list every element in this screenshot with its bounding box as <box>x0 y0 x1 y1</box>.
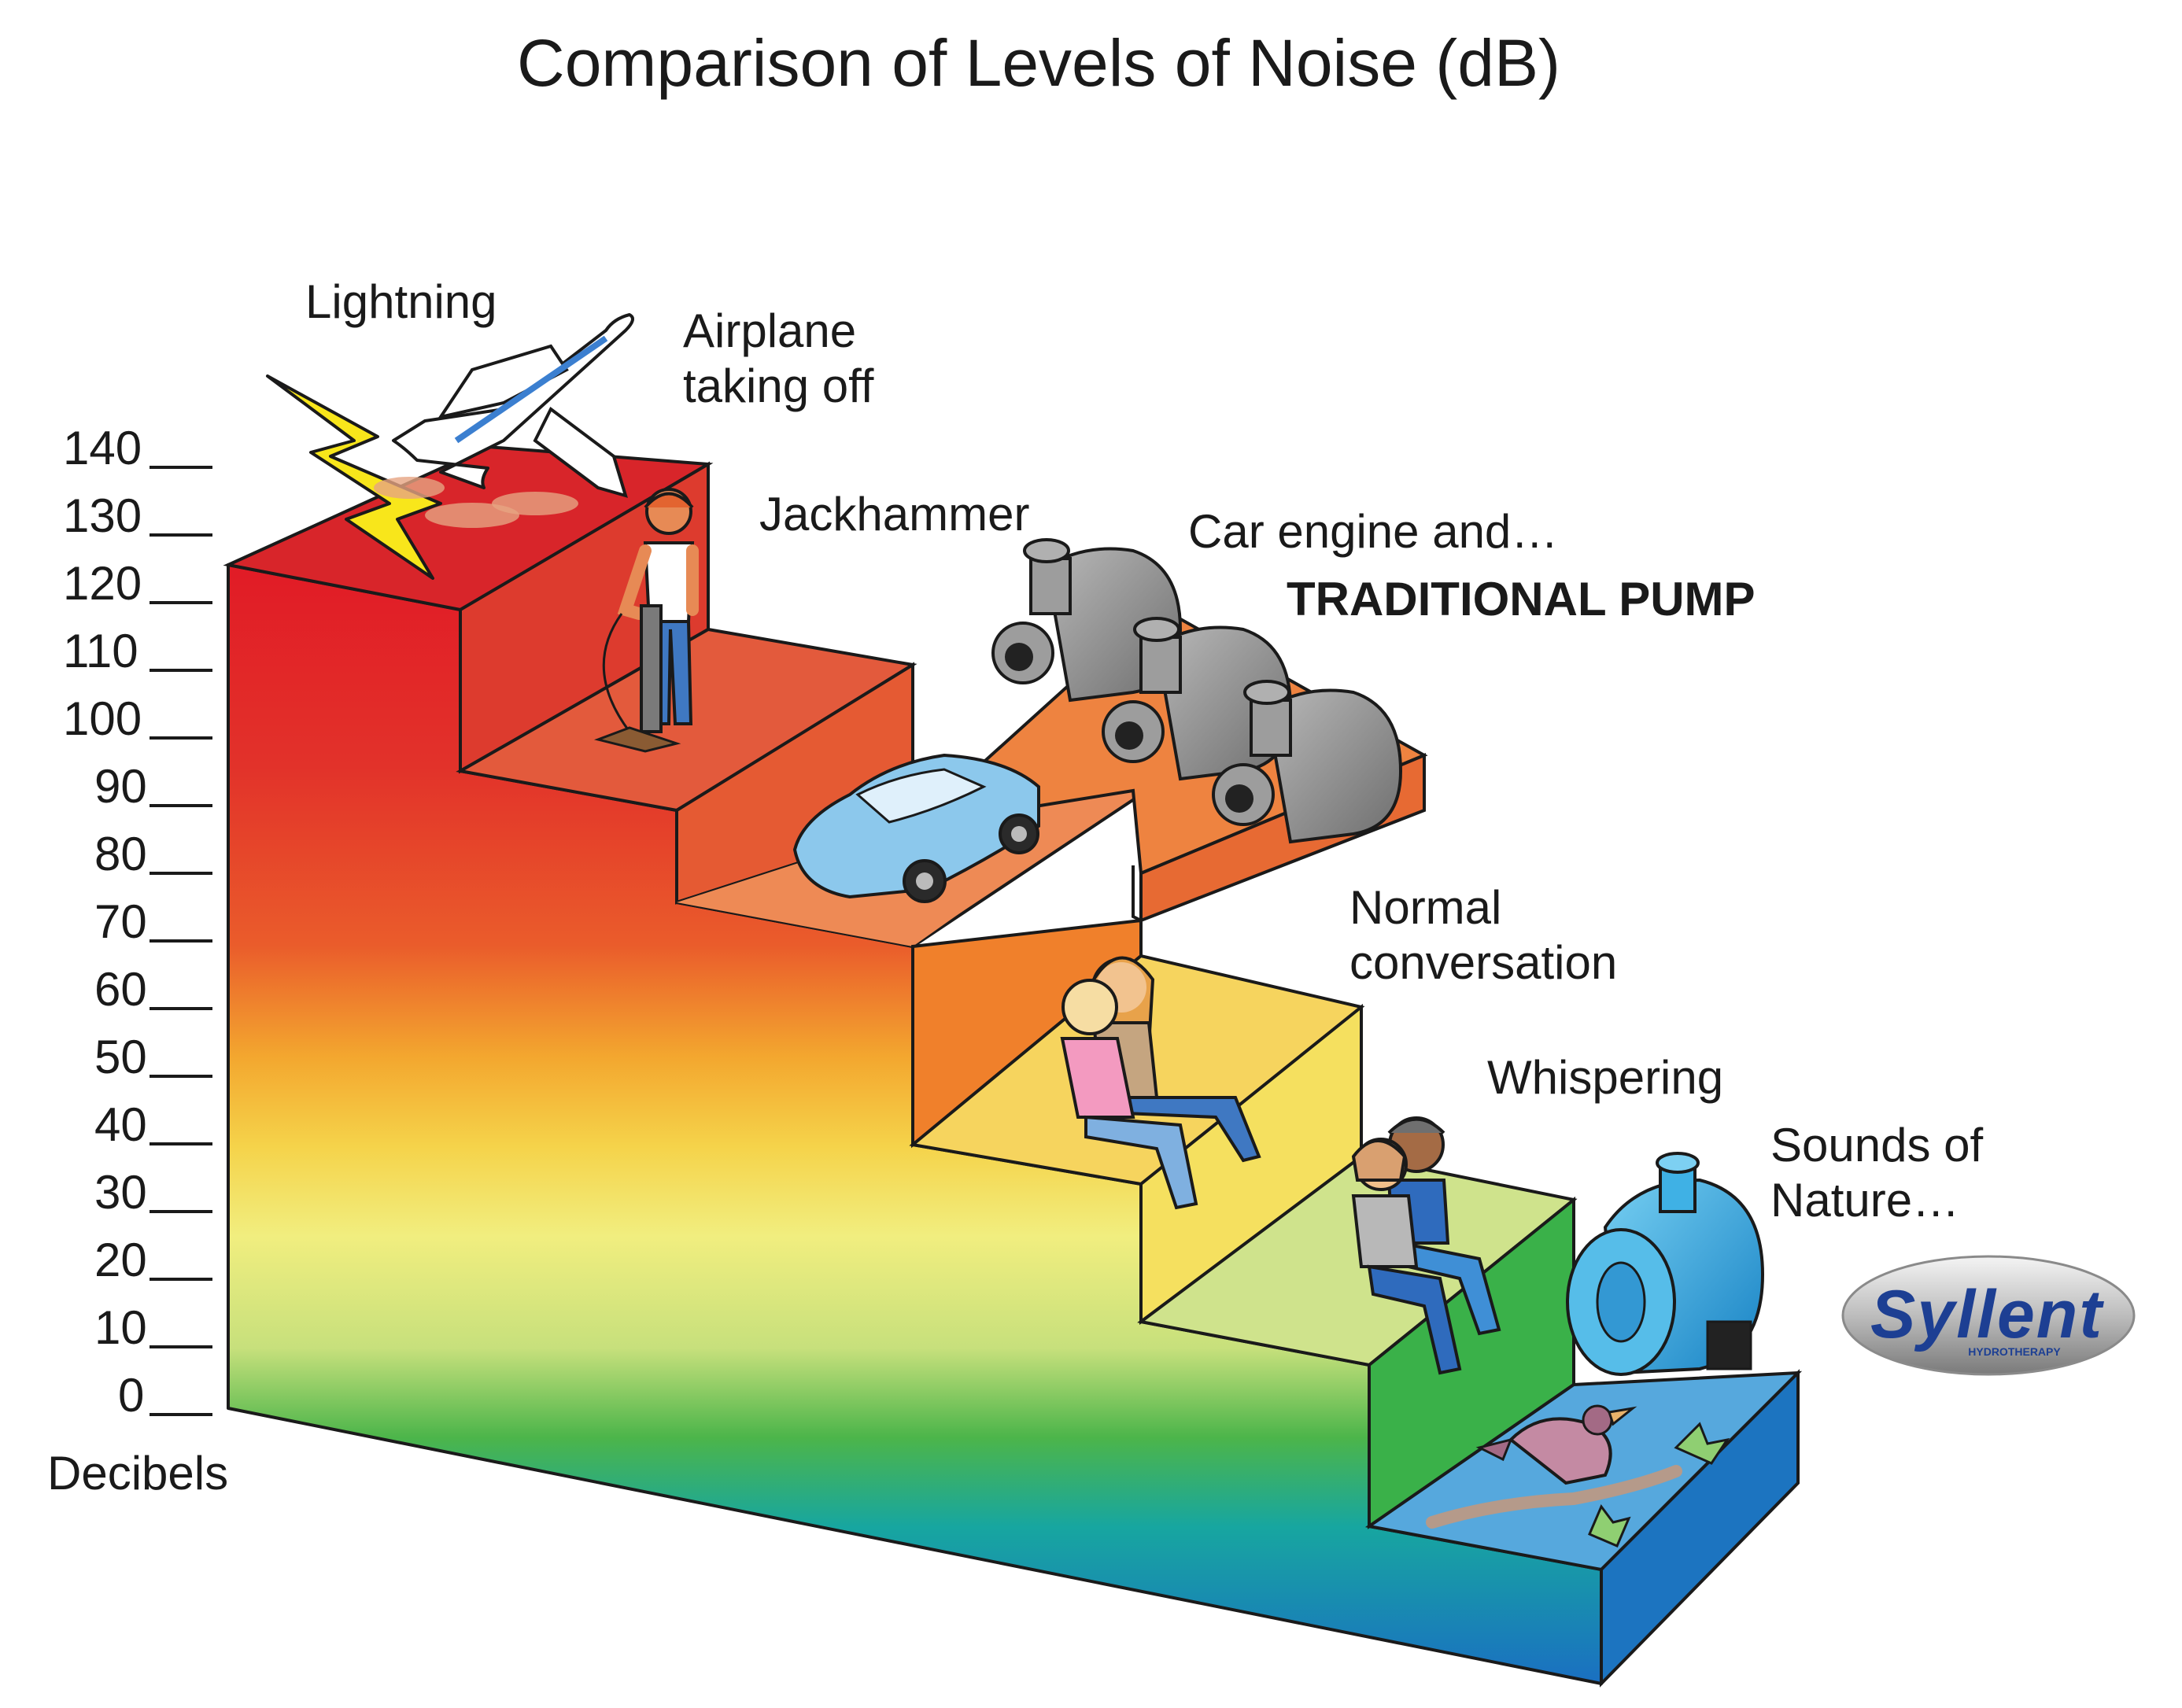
jackhammer-worker-icon <box>593 488 699 753</box>
traditional-pump-icon-3 <box>1212 680 1403 844</box>
lightning-bolt-icon <box>266 374 442 580</box>
step-side-nature <box>1600 1369 1800 1688</box>
label-nature-line2: Nature… <box>1770 1174 1960 1227</box>
label-lightning: Lightning <box>305 275 497 328</box>
syllent-logo-tagline: HYDROTHERAPY <box>1968 1345 2061 1358</box>
conversation-people-icon <box>1060 956 1261 1210</box>
tick-90: 90 <box>94 763 244 810</box>
page-title: Comparison of Levels of Noise (dB) <box>517 26 1560 100</box>
syllent-pump-icon <box>1566 1152 1765 1376</box>
tick-120: 120 <box>63 560 212 607</box>
tick-110: 110 <box>63 628 212 675</box>
label-nature-line1: Sounds of <box>1770 1119 1984 1171</box>
tick-30: 30 <box>94 1169 244 1216</box>
tick-0: 0 <box>118 1372 268 1419</box>
whispering-people-icon <box>1351 1116 1501 1375</box>
label-jackhammer: Jackhammer <box>759 488 1030 540</box>
label-airplane-line2: taking off <box>683 360 874 412</box>
label-whispering: Whispering <box>1487 1051 1724 1104</box>
tick-20: 20 <box>94 1237 244 1284</box>
tick-40: 40 <box>94 1101 244 1149</box>
tick-10: 10 <box>94 1304 244 1352</box>
syllent-logo-text: Syllent <box>1870 1277 2103 1352</box>
pump-platform-edge <box>1132 865 1142 922</box>
label-traditional-pump: TRADITIONAL PUMP <box>1287 573 1756 625</box>
tick-80: 80 <box>94 831 244 878</box>
tick-60: 60 <box>94 966 244 1013</box>
syllent-logo-badge <box>1841 1255 2136 1376</box>
airplane-icon <box>374 313 634 528</box>
label-car-engine: Car engine and… <box>1188 505 1559 558</box>
bird-on-branch-icon <box>1426 1404 1730 1548</box>
tick-100: 100 <box>63 695 212 743</box>
tick-70: 70 <box>94 898 244 946</box>
axis-label: Decibels <box>47 1447 229 1500</box>
car-icon <box>792 753 1040 903</box>
label-conversation-line2: conversation <box>1349 936 1618 989</box>
label-airplane-line1: Airplane <box>683 304 857 357</box>
tick-130: 130 <box>63 492 212 540</box>
tick-140: 140 <box>63 425 212 472</box>
tick-50: 50 <box>94 1034 244 1081</box>
label-conversation-line1: Normal <box>1349 881 1502 934</box>
